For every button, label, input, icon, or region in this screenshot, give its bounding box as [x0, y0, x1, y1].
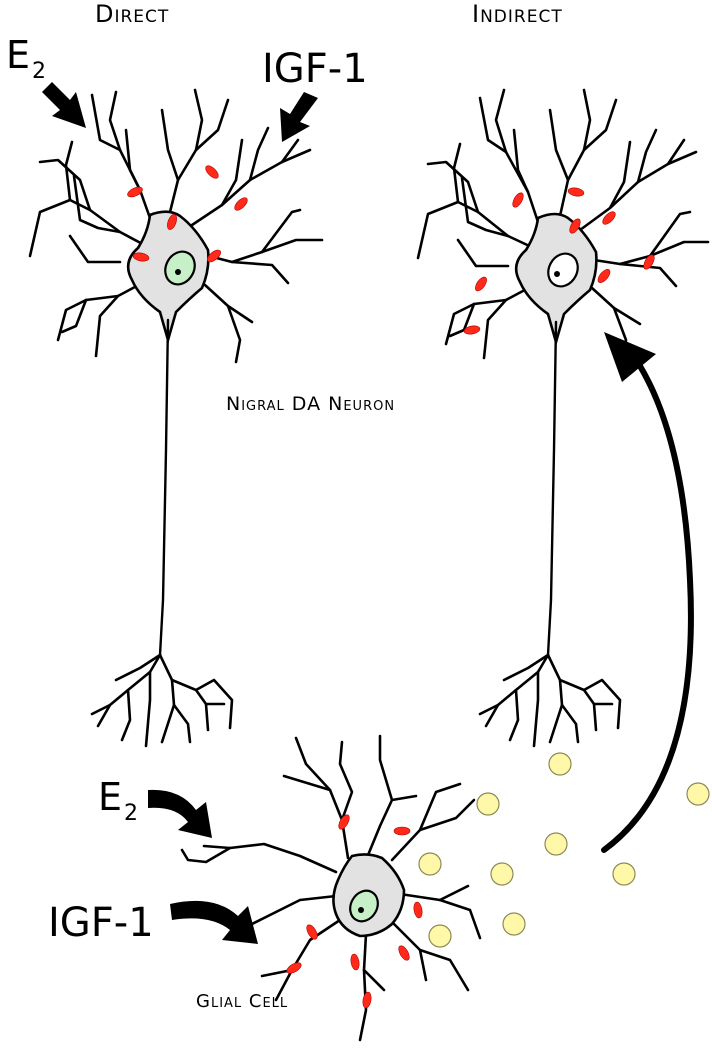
secreted-factor-icon: [612, 862, 636, 886]
indirect-axon-terminals: [478, 653, 622, 748]
secreted-factor-icon: [544, 832, 568, 856]
secreted-factor-icon: [686, 782, 710, 806]
indirect-nucleus: [547, 252, 579, 288]
nigral-da-neuron-label: Nigral DA Neuron: [226, 393, 395, 415]
e2-label-glial: E: [98, 775, 122, 819]
secreted-factor-icon: [548, 752, 572, 776]
indirect-neuron: [416, 88, 710, 748]
secreted-factor-icon: [476, 792, 500, 816]
receptor-icon: [567, 187, 585, 197]
receptor-icon: [132, 252, 150, 262]
direct-neuron: [28, 88, 324, 748]
receptor-icon: [205, 165, 219, 179]
receptor-icon: [413, 901, 423, 919]
direct-axon: [158, 318, 170, 657]
receptor-icon: [393, 826, 411, 836]
indirect-heading: Indirect: [472, 0, 563, 28]
bold-arrow-icon: [170, 900, 258, 944]
receptor-icon: [286, 962, 302, 974]
secreted-factors: [418, 752, 710, 948]
receptor-icon: [207, 249, 221, 263]
igf1-label-glial: IGF-1: [48, 900, 154, 946]
indirect-dendrites: [416, 88, 710, 366]
bold-arrow-icon: [280, 92, 318, 142]
receptor-icon: [602, 211, 616, 225]
direct-axon-terminals: [90, 653, 234, 748]
receptor-icon: [597, 269, 611, 283]
secreted-factor-icon: [428, 924, 452, 948]
receptor-icon: [398, 945, 410, 961]
igf1-label-direct: IGF-1: [262, 46, 368, 92]
receptor-icon: [362, 991, 372, 1009]
bold-arrow-icon: [148, 789, 212, 838]
receptor-icon: [512, 192, 524, 208]
direct-heading: Direct: [95, 0, 169, 28]
receptor-icon: [338, 814, 350, 830]
e2-label-direct: E: [6, 33, 30, 77]
glial-nucleus: [349, 889, 379, 923]
receptor-icon: [306, 924, 318, 940]
curved-arrow-icon: [601, 363, 694, 853]
receptor-icon: [463, 325, 481, 335]
glial-cell: [180, 734, 482, 1042]
secreted-factor-icon: [490, 862, 514, 886]
glial-nucleolus: [358, 907, 364, 913]
receptor-icon: [475, 276, 487, 292]
receptor-icon: [569, 218, 581, 234]
receptor-icon: [167, 214, 177, 230]
indirect-axon: [546, 320, 558, 657]
e2-subscript-direct: 2: [32, 59, 46, 84]
glial-receptors: [286, 814, 423, 1009]
glial-cell-label: Glial Cell: [196, 991, 288, 1012]
glial-processes: [180, 734, 482, 1042]
curved-arrowhead-icon: [604, 332, 656, 382]
receptor-icon: [643, 254, 655, 270]
direct-nucleolus: [175, 269, 181, 275]
receptor-icon: [350, 953, 360, 971]
receptor-icon: [127, 186, 143, 198]
indirect-nucleolus: [554, 271, 560, 277]
indirect-receptors: [463, 187, 655, 335]
direct-dendrites: [28, 88, 324, 364]
secreted-factor-icon: [502, 912, 526, 936]
direct-receptors: [127, 165, 248, 263]
direct-nucleus: [164, 250, 196, 286]
bold-arrow-icon: [42, 82, 86, 128]
receptor-icon: [234, 197, 248, 211]
secreted-factor-icon: [418, 852, 442, 876]
e2-subscript-glial: 2: [124, 801, 138, 826]
